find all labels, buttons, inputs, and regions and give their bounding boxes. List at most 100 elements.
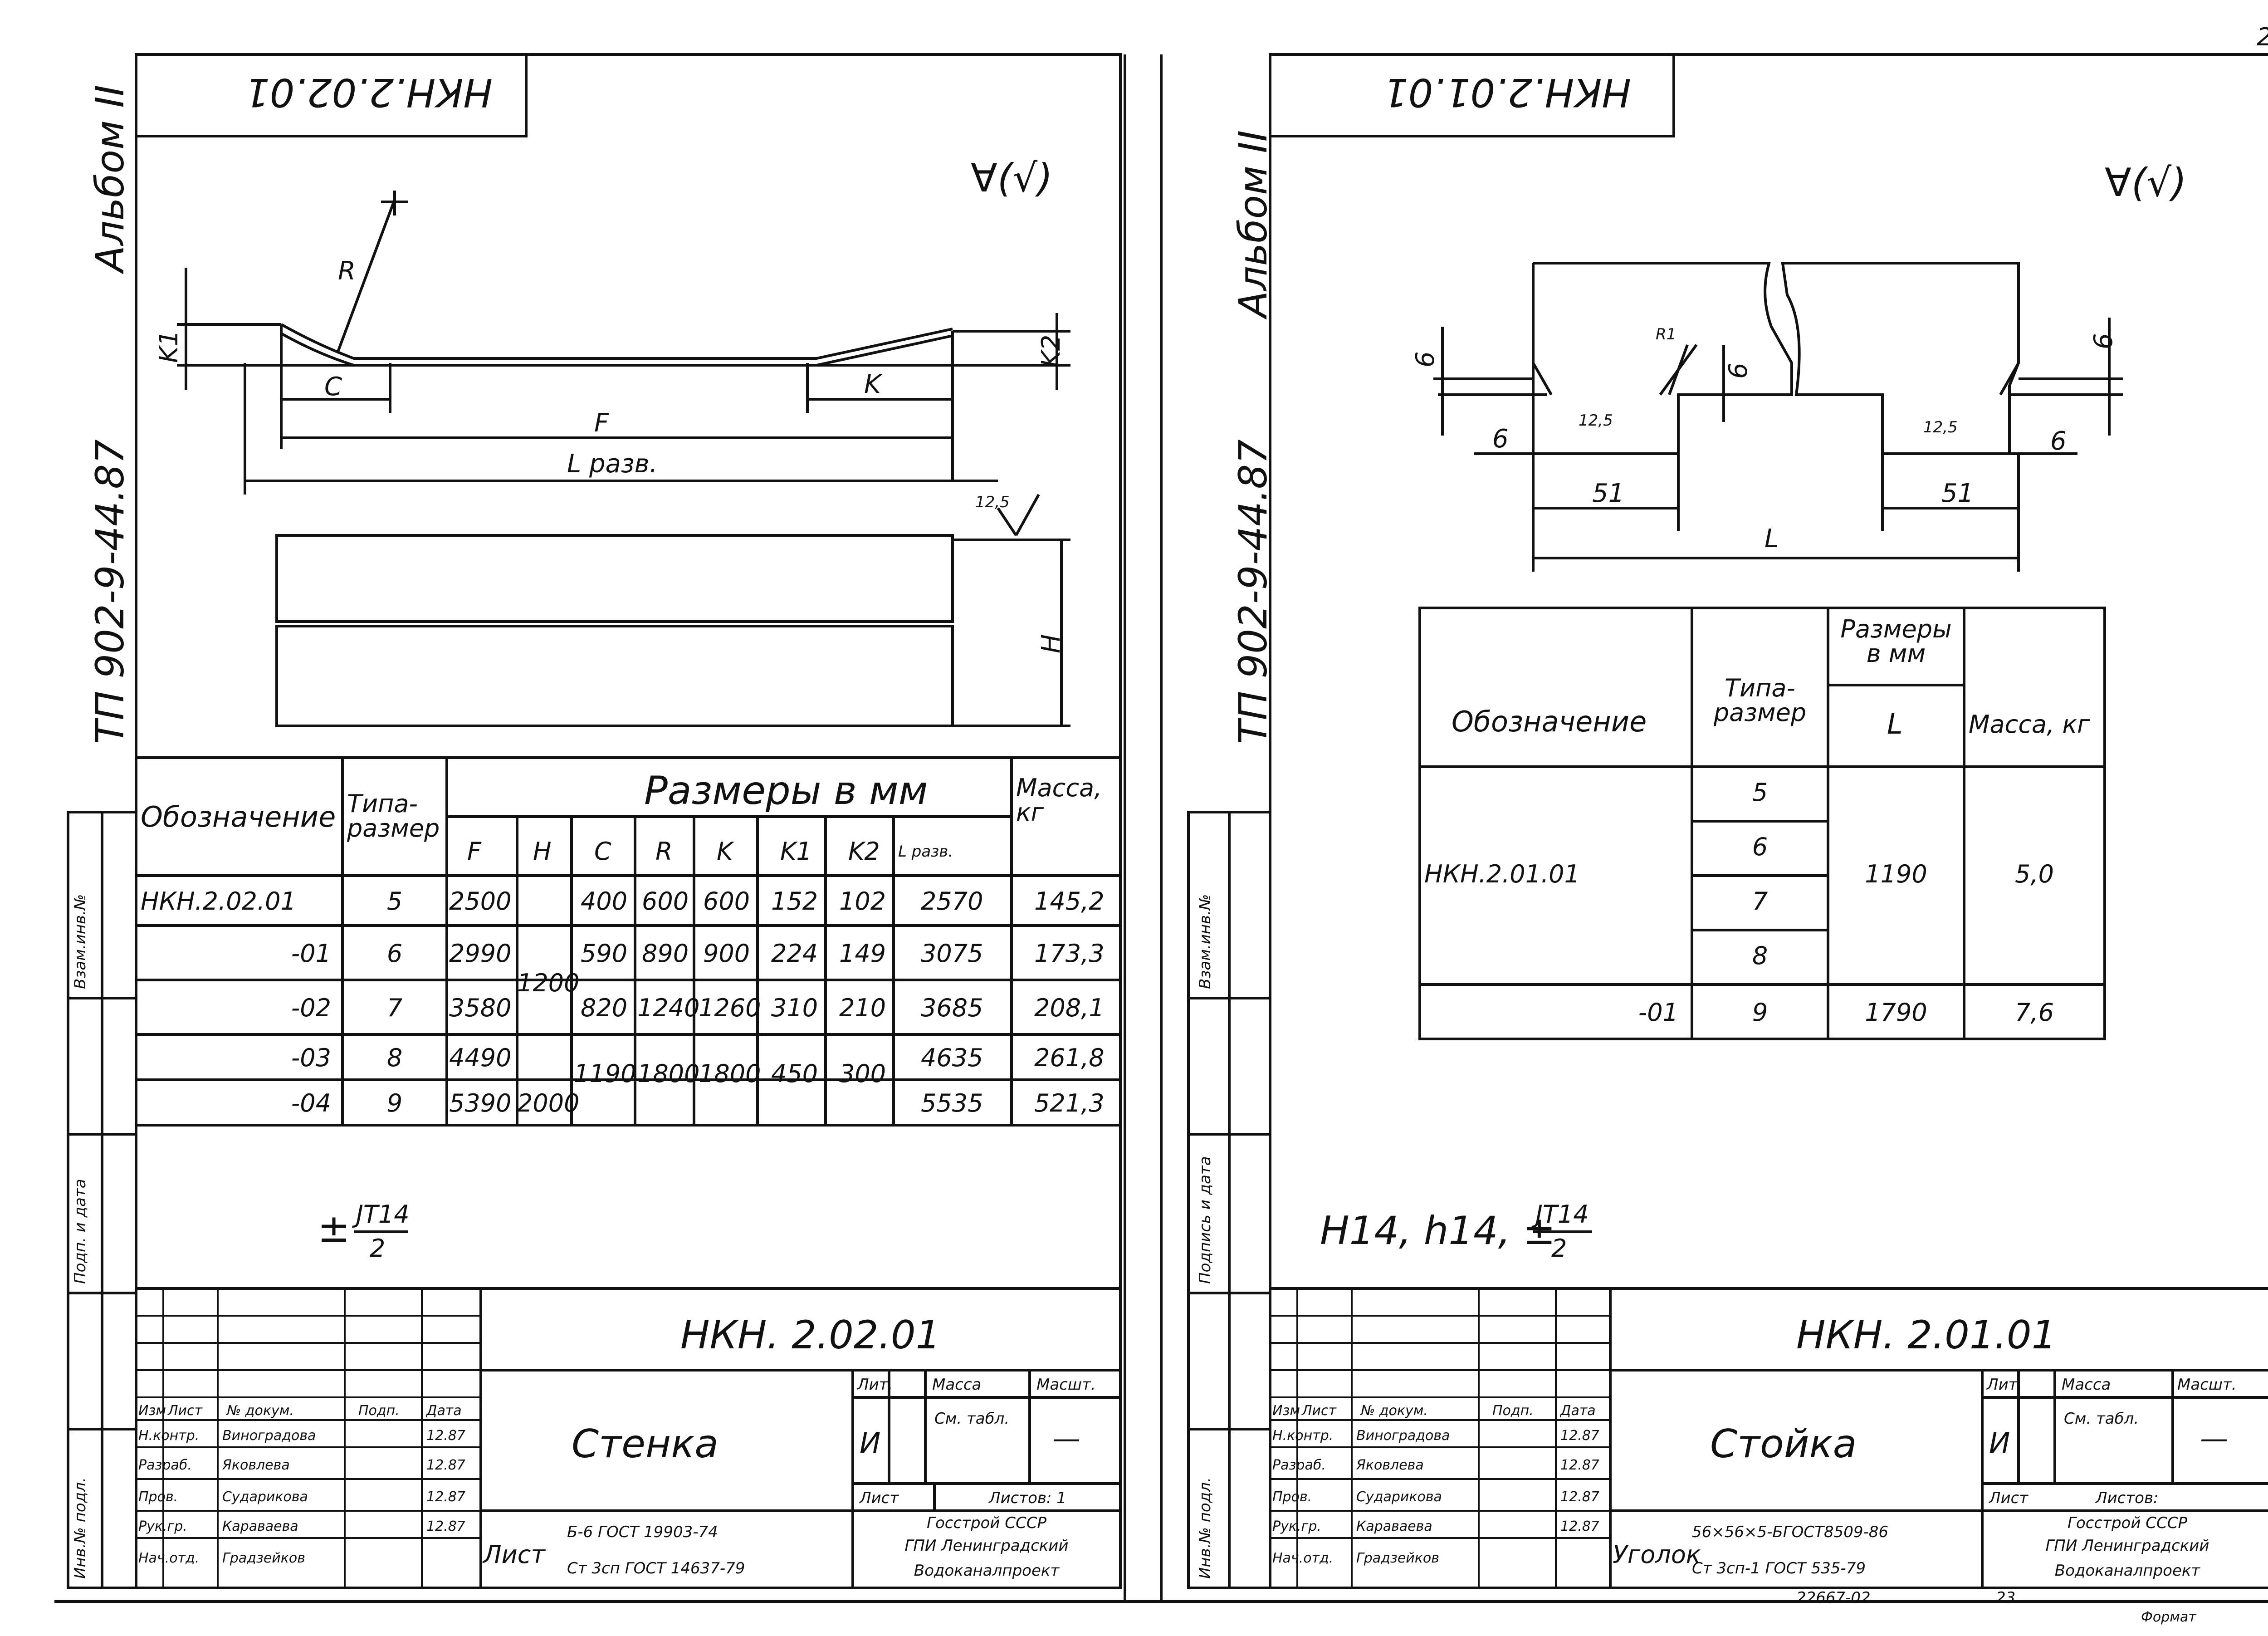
left-staff-head-date: Дата — [426, 1403, 462, 1419]
left-row-designation: -02 — [291, 994, 331, 1022]
left-row-size: 6 — [386, 939, 403, 968]
left-th-C: C — [594, 837, 611, 866]
left-staff-role: Нач.отд. — [138, 1550, 200, 1566]
left-staff-date: 12.87 — [426, 1518, 465, 1534]
left-tb-mass: Масса — [932, 1376, 982, 1394]
right-row2-mass: 7,6 — [2015, 998, 2054, 1027]
left-row-size: 8 — [386, 1043, 403, 1072]
right-staff-name: Сударикова — [1356, 1489, 1442, 1505]
left-staff-head-sign: Подп. — [358, 1403, 400, 1419]
left-tb-material-label: Лист — [483, 1540, 545, 1569]
right-staff-date: 12.87 — [1560, 1457, 1599, 1473]
right-th-mass: Масса, кг — [1969, 710, 2090, 739]
right-tolerance-num: JT14 — [1535, 1200, 1589, 1229]
right-tb-lit-val: И — [1989, 1426, 2010, 1460]
left-merged-H: 1200 — [517, 969, 580, 997]
right-staff-role: Рук.гр. — [1272, 1518, 1321, 1534]
left-staff-role: Рук.гр. — [138, 1518, 187, 1534]
right-tb-material-label: Уголок — [1613, 1540, 1701, 1569]
dim-51-left: 51 — [1592, 479, 1625, 508]
left-row-designation: -04 — [291, 1089, 331, 1117]
left-staff-head-list: Лист — [168, 1403, 203, 1419]
right-stamp-box — [1269, 53, 1675, 137]
left-row-K2: 102 — [839, 887, 886, 916]
left-stamp-box — [135, 53, 528, 137]
right-row-L: 1190 — [1865, 860, 1927, 888]
right-tb-mass-val: См. табл. — [2064, 1410, 2139, 1428]
left-row-mass: 173,3 — [1034, 939, 1105, 968]
left-staff-role: Пров. — [138, 1489, 178, 1505]
left-row-F: 5390 — [449, 1089, 512, 1117]
left-row-R: 890 — [642, 939, 689, 968]
right-tolerance-prefix: H14, h14, ± — [1320, 1208, 1556, 1254]
left-row-L: 4635 — [921, 1043, 983, 1072]
right-tb-org1: Госстрой СССР — [2068, 1514, 2187, 1532]
left-th-designation: Обозначение — [141, 800, 336, 833]
footer-sheet: 23 — [1996, 1589, 2016, 1607]
right-tb-scale: Масшт. — [2177, 1376, 2237, 1394]
left-th-H: H — [533, 837, 552, 866]
left-row-L: 5535 — [921, 1089, 983, 1117]
left-tolerance-den: 2 — [370, 1234, 386, 1263]
left-tb-org1: Госстрой СССР — [927, 1514, 1046, 1532]
left-row-mass: 261,8 — [1034, 1043, 1105, 1072]
left-staff-date: 12.87 — [426, 1457, 465, 1473]
dim-6-left: 6 — [1411, 351, 1440, 367]
left-th-K: K — [717, 837, 733, 866]
left-row-K: 900 — [703, 939, 750, 968]
right-row-designation: НКН.2.01.01 — [1424, 860, 1580, 888]
dim-6-mid: 6 — [1724, 362, 1753, 379]
right-staff-name: Яковлева — [1356, 1457, 1424, 1473]
right-title-code: НКН. 2.01.01 — [1796, 1313, 2057, 1358]
left-staff-name: Сударикова — [222, 1489, 308, 1505]
left-row-K1: 152 — [771, 887, 818, 916]
right-row2-size: 9 — [1752, 998, 1768, 1027]
left-row-size: 9 — [386, 1089, 403, 1117]
left-th-Lrazv: L разв. — [898, 842, 953, 861]
left-tolerance-pm: ± — [318, 1206, 351, 1251]
left-merged-K1: 450 — [771, 1059, 818, 1088]
right-tb-mass: Масса — [2062, 1376, 2111, 1394]
left-merged-C: 1190 — [574, 1059, 636, 1088]
right-side-vzam: Взам.инв.№ — [1196, 894, 1214, 989]
left-stamp-code: НКН.2.02.01 — [245, 69, 493, 115]
right-staff-name: Виноградова — [1356, 1428, 1450, 1444]
dim-R1: R1 — [1656, 325, 1677, 343]
left-tb-sheet: Лист — [860, 1489, 899, 1507]
left-th-R: R — [655, 837, 673, 866]
right-staff-head-list: Лист — [1302, 1403, 1337, 1419]
dim-6-bottom-right: 6 — [2050, 426, 2067, 456]
left-th-F: F — [467, 837, 482, 866]
left-profile-top — [280, 323, 953, 360]
right-tb-org3: Водоканалпроект — [2054, 1562, 2200, 1580]
left-staff-head-izm: Изм — [138, 1403, 166, 1419]
dim-51-right: 51 — [1941, 479, 1974, 508]
left-merged-R: 1800 — [637, 1059, 700, 1088]
left-row-L: 3685 — [921, 994, 983, 1022]
left-tolerance-num: JT14 — [356, 1200, 410, 1229]
left-row-C: 820 — [581, 994, 628, 1022]
left-row-mass: 521,3 — [1034, 1089, 1105, 1117]
left-row-mass: 208,1 — [1034, 994, 1105, 1022]
left-row-K: 1260 — [699, 994, 761, 1022]
footer-format: Формат — [2141, 1609, 2196, 1625]
left-row-F: 2500 — [449, 887, 512, 916]
left-title-name: Стенка — [572, 1421, 719, 1467]
left-row-designation: -01 — [291, 939, 331, 968]
right-row-size: 5 — [1752, 778, 1768, 807]
right-title-name: Стойка — [1710, 1421, 1857, 1467]
left-roughness: 12,5 — [975, 493, 1010, 511]
left-staff-date: 12.87 — [426, 1428, 465, 1444]
left-merged-K2: 300 — [839, 1059, 886, 1088]
left-tb-lit-val: И — [860, 1426, 881, 1460]
left-row-K2: 149 — [839, 939, 886, 968]
dim-6-right: 6 — [2089, 333, 2118, 349]
left-row-K1: 224 — [771, 939, 818, 968]
left-row-F: 2990 — [449, 939, 512, 968]
left-th-mass: Масса, кг — [1016, 774, 1102, 827]
left-row-K1: 310 — [771, 994, 818, 1022]
left-staff-name: Яковлева — [222, 1457, 290, 1473]
left-tb-lit: Лит. — [857, 1376, 893, 1394]
right-staff-head-izm: Изм — [1272, 1403, 1300, 1419]
right-table-frame — [1418, 607, 2106, 1040]
